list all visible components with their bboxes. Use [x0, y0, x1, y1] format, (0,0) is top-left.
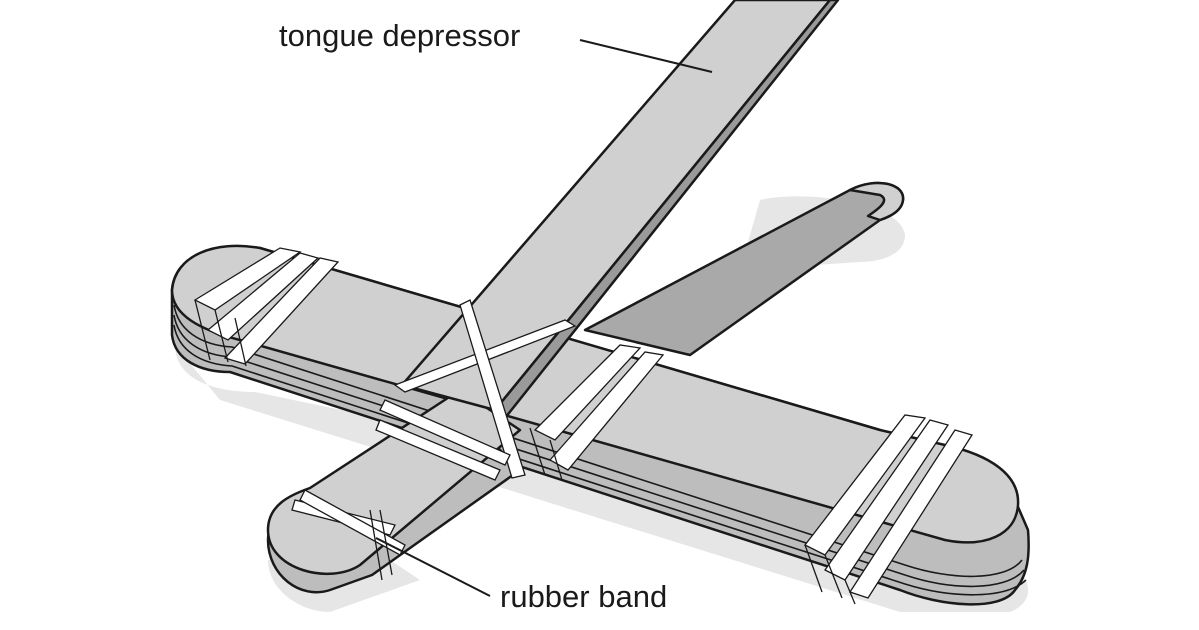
rubber-band-center-cross	[375, 299, 577, 481]
rubber-band-mid-wrap	[529, 344, 665, 481]
rubber-band-right-wrap	[804, 414, 974, 605]
rubber-band-left-wrap	[193, 247, 340, 367]
back-stick	[583, 181, 905, 357]
leader-lines	[375, 39, 713, 597]
leader-line-tongue-depressor	[579, 39, 713, 73]
rubber-bands	[193, 247, 974, 605]
label-rubber-band: rubber band	[500, 579, 668, 614]
label-tongue-depressor: tongue depressor	[279, 18, 521, 53]
leader-line-rubber-band	[375, 537, 491, 597]
